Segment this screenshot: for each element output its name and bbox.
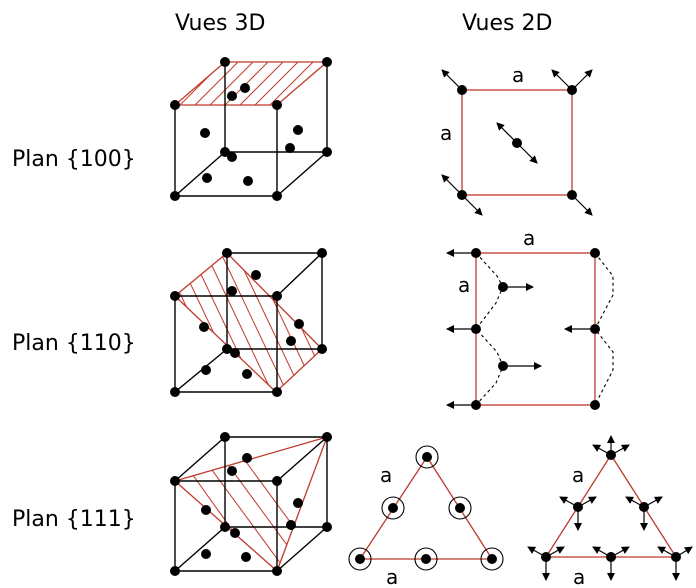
lattice-param-side-100: a	[440, 121, 452, 145]
lattice-param-bottom-111-right: a	[573, 565, 585, 588]
plane-hatching-100	[175, 62, 327, 105]
cube-3d-110	[170, 248, 327, 397]
view-2d-110: a a	[446, 226, 614, 410]
cube-3d-111	[170, 432, 332, 576]
view-2d-111-arrows: a a	[527, 435, 693, 588]
zigzag-left-110	[475, 252, 504, 406]
plane-label-110: Plan {110}	[12, 331, 136, 356]
plane-label-111: Plan {111}	[12, 507, 136, 532]
lattice-param-top-100: a	[512, 63, 524, 87]
header-2d-views: Vues 2D	[462, 11, 552, 36]
plane-label-100: Plan {100}	[12, 147, 136, 172]
plane-hatching-111	[175, 439, 327, 571]
view-2d-111-triangle: a a	[348, 445, 504, 588]
cube-3d-100	[170, 57, 332, 201]
square-outline-100	[461, 89, 573, 196]
view-2d-100: a a	[440, 63, 593, 216]
lattice-param-bottom-111-left: a	[386, 565, 398, 588]
lattice-param-top-110: a	[523, 226, 535, 250]
header-3d-views: Vues 3D	[175, 11, 265, 36]
lattice-param-side-111-right: a	[572, 463, 584, 487]
lattice-param-side-110: a	[458, 273, 470, 297]
lattice-param-side-111-left: a	[380, 463, 392, 487]
triangle-arrows-outline-111	[544, 453, 678, 558]
plane-outline-100	[173, 61, 329, 106]
